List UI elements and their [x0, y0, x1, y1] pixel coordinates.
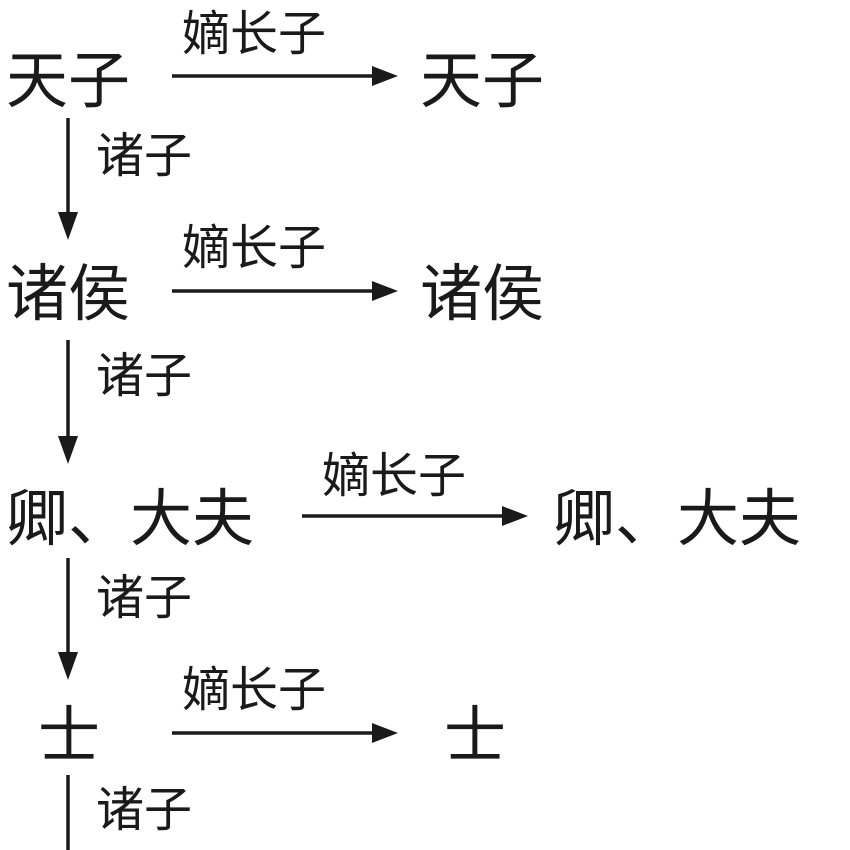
rank-row-tianzi: 天子 嫡长子 天子 诸子 — [6, 6, 544, 240]
rank-left-tianzi: 天子 — [6, 44, 130, 117]
arrow-head-right — [372, 723, 398, 743]
edge-label-other-sons: 诸子 — [96, 782, 192, 838]
edge-label-other-sons: 诸子 — [96, 570, 192, 626]
rank-row-qing-dafu: 卿、大夫 嫡长子 卿、大夫 诸子 — [6, 448, 801, 680]
edge-label-eldest-son: 嫡长子 — [182, 220, 326, 276]
edge-label-eldest-son: 嫡长子 — [182, 662, 326, 718]
edge-label-eldest-son: 嫡长子 — [322, 448, 466, 504]
arrow-head-down — [58, 652, 78, 680]
arrow-head-right — [372, 281, 398, 301]
rank-right-zhuhou: 诸侯 — [420, 257, 544, 330]
rank-right-shi: 士 — [444, 699, 506, 772]
edge-label-other-sons: 诸子 — [96, 348, 192, 404]
rank-row-zhuhou: 诸侯 嫡长子 诸侯 诸子 — [6, 220, 544, 464]
arrow-head-down — [58, 212, 78, 240]
rank-right-tianzi: 天子 — [420, 44, 544, 117]
rank-left-zhuhou: 诸侯 — [6, 257, 130, 330]
rank-right-qing-dafu: 卿、大夫 — [553, 482, 801, 555]
arrow-head-down — [58, 436, 78, 464]
edge-label-eldest-son: 嫡长子 — [182, 6, 326, 62]
arrow-head-right — [502, 506, 528, 526]
arrow-head-right — [372, 66, 398, 86]
rank-left-qing-dafu: 卿、大夫 — [6, 482, 254, 555]
rank-row-shi: 士 嫡长子 士 诸子 — [38, 662, 506, 850]
rank-left-shi: 士 — [38, 699, 100, 772]
edge-label-other-sons: 诸子 — [96, 128, 192, 184]
